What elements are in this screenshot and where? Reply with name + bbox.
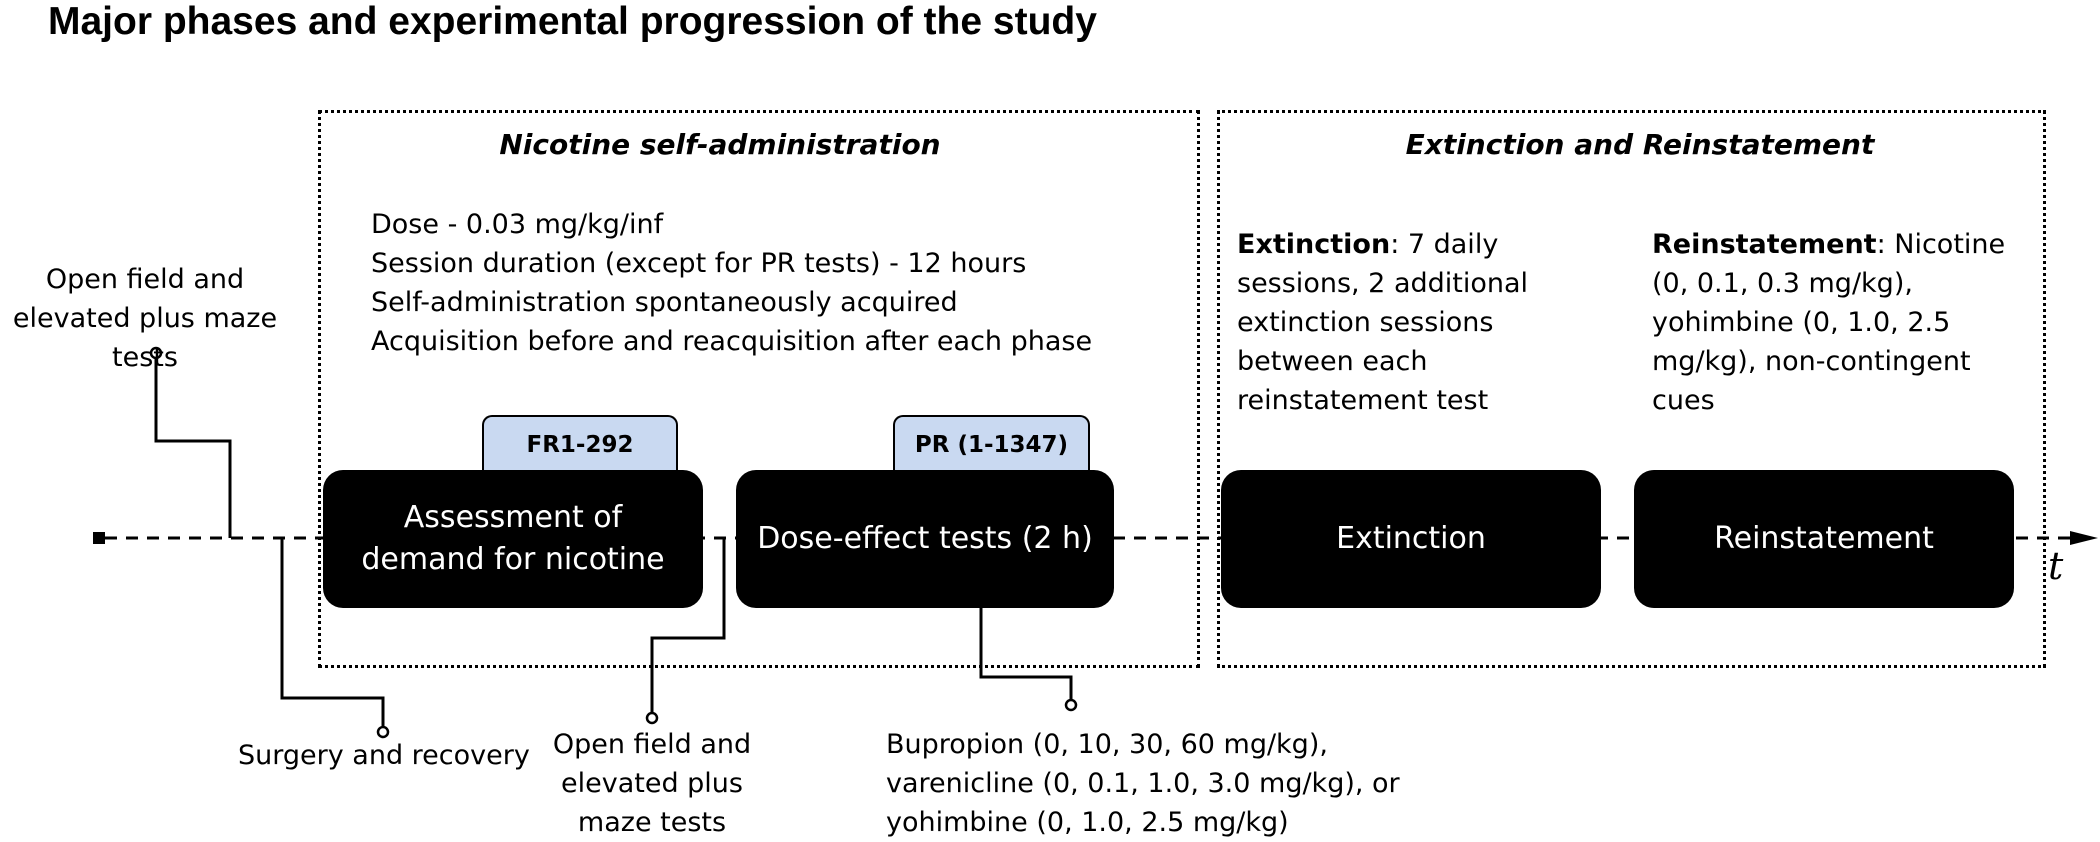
note-spontaneous-acquisition: Self-administration spontaneously acquir… bbox=[371, 287, 958, 318]
self-administration-phase-frame bbox=[318, 110, 1200, 668]
surgery-label: Surgery and recovery bbox=[238, 740, 530, 771]
surgery-connector bbox=[280, 538, 385, 732]
time-axis-arrowhead bbox=[2070, 531, 2098, 545]
note-dose: Dose - 0.03 mg/kg/inf bbox=[371, 209, 664, 240]
open-field-1-marker bbox=[149, 346, 163, 360]
drug-yohimbine: yohimbine (0, 1.0, 2.5 mg/kg) bbox=[886, 807, 1289, 838]
time-axis-label: t bbox=[2048, 544, 2064, 588]
extinction-box: Extinction bbox=[1221, 470, 1601, 608]
timeline-start-marker bbox=[93, 532, 105, 544]
note-reacquisition: Acquisition before and reacquisition aft… bbox=[371, 326, 1093, 357]
open-field-2-marker bbox=[645, 711, 659, 725]
self-administration-phase-title: Nicotine self-administration bbox=[499, 128, 941, 161]
extinction-note: Extinction: 7 daily sessions, 2 addition… bbox=[1237, 225, 1607, 420]
drug-tests-marker bbox=[1064, 698, 1078, 712]
surgery-marker bbox=[376, 725, 390, 739]
figure-title: Major phases and experimental progressio… bbox=[48, 0, 1097, 43]
dose-effect-tests-box: Dose-effect tests (2 h) bbox=[736, 470, 1114, 608]
extinction-note-term: Extinction bbox=[1237, 229, 1391, 260]
fr-schedule-tab: FR1-292 bbox=[482, 415, 678, 472]
open-field-1-connector bbox=[154, 353, 232, 538]
pr-schedule-tab: PR (1-1347) bbox=[893, 415, 1090, 472]
reinstatement-note-term: Reinstatement bbox=[1652, 229, 1877, 260]
open-field-1-label: Open field and elevated plus maze tests bbox=[12, 264, 278, 373]
open-field-2-connector bbox=[650, 538, 726, 718]
extinction-note-text: : 7 daily sessions, 2 additional extinct… bbox=[1237, 229, 1529, 416]
reinstatement-note: Reinstatement: Nicotine (0, 0.1, 0.3 mg/… bbox=[1652, 225, 2032, 420]
open-field-2-label: Open field and elevated plus maze tests bbox=[552, 729, 752, 838]
reinstatement-box: Reinstatement bbox=[1634, 470, 2014, 608]
drug-tests-label: Bupropion (0, 10, 30, 60 mg/kg), varenic… bbox=[886, 725, 1400, 842]
extinction-reinstatement-phase-title: Extinction and Reinstatement bbox=[1405, 128, 1875, 161]
drug-bupropion: Bupropion (0, 10, 30, 60 mg/kg), bbox=[886, 729, 1328, 760]
reinstatement-note-text: : Nicotine (0, 0.1, 0.3 mg/kg), yohimbin… bbox=[1652, 229, 2006, 416]
extinction-reinstatement-phase-frame bbox=[1217, 110, 2046, 668]
drug-varenicline: varenicline (0, 0.1, 1.0, 3.0 mg/kg), or bbox=[886, 768, 1400, 799]
drug-tests-connector bbox=[979, 605, 1073, 703]
note-session-duration: Session duration (except for PR tests) -… bbox=[371, 248, 1027, 279]
demand-assessment-box: Assessment of demand for nicotine bbox=[323, 470, 703, 608]
self-administration-notes: Dose - 0.03 mg/kg/inf Session duration (… bbox=[371, 205, 1092, 361]
